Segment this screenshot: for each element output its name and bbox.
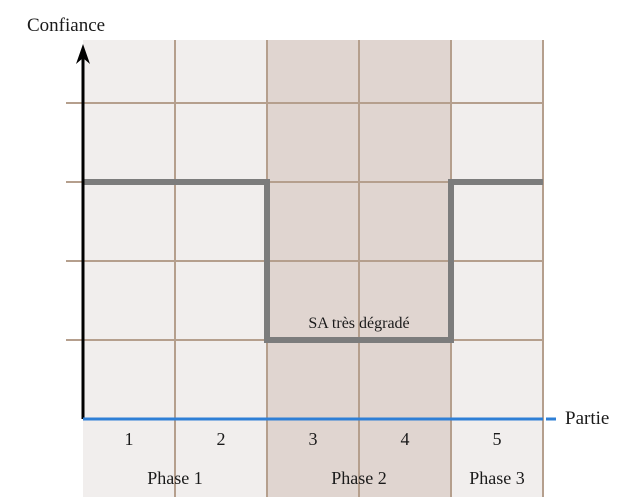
annotations: SA très dégradé <box>308 315 409 332</box>
phase-band <box>451 40 543 497</box>
x-tick-label: 2 <box>217 429 226 449</box>
x-axis-label: Partie <box>565 408 609 429</box>
axes <box>76 44 556 421</box>
y-axis-arrow <box>76 44 90 64</box>
x-tick-label: 4 <box>401 429 410 449</box>
x-tick-label: 3 <box>309 429 318 449</box>
x-tick-label: 5 <box>493 429 502 449</box>
series-line <box>83 179 543 343</box>
phase-labels: Phase 1 Phase 2 Phase 3 <box>147 468 525 488</box>
phase-label: Phase 3 <box>469 468 525 488</box>
x-tick-labels: 1 2 3 4 5 <box>125 429 502 449</box>
phase-label: Phase 2 <box>331 468 387 488</box>
annotation-label: SA très dégradé <box>308 315 409 332</box>
series <box>83 179 543 343</box>
y-axis-label: Confiance <box>27 15 105 36</box>
phase-label: Phase 1 <box>147 468 203 488</box>
x-tick-label: 1 <box>125 429 134 449</box>
